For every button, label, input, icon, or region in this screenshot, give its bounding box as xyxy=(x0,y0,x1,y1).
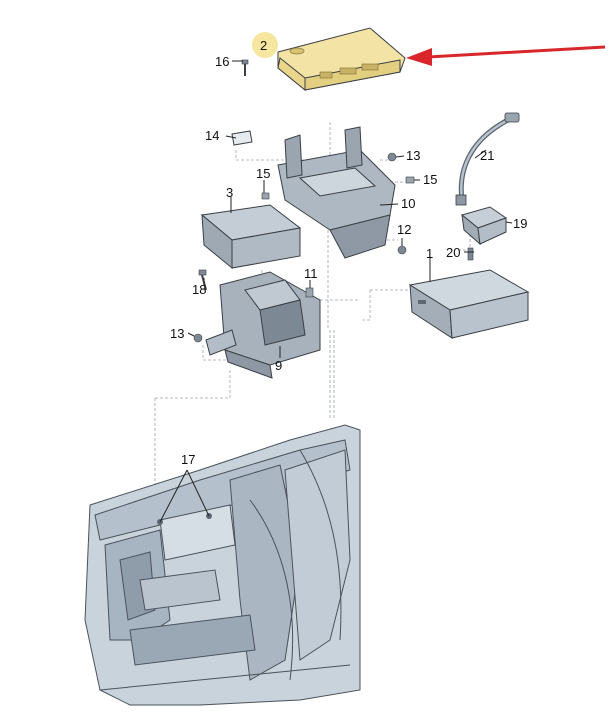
callout-16: 16 xyxy=(215,54,229,69)
callout-3: 3 xyxy=(226,185,233,200)
part-18-bolt-head xyxy=(198,269,207,276)
callout-9: 9 xyxy=(275,358,282,373)
callout-1: 1 xyxy=(426,246,433,261)
part-15-clip-left xyxy=(261,192,270,200)
callout-18: 18 xyxy=(192,282,206,297)
callout-15-left: 15 xyxy=(256,166,270,181)
part-19-module xyxy=(460,206,508,246)
callout-2-highlight xyxy=(252,32,278,58)
leader-lines xyxy=(159,60,513,523)
callout-13-upper: 13 xyxy=(406,148,420,163)
callout-12: 12 xyxy=(397,222,411,237)
part-1-receiver xyxy=(408,269,530,339)
part-14-pad xyxy=(231,130,253,146)
callout-14: 14 xyxy=(205,128,219,143)
callout-labels: 2 16 14 13 15 15 21 3 10 19 12 20 1 11 1… xyxy=(170,32,527,467)
part-21-cable xyxy=(455,112,520,206)
part-2-control-module xyxy=(277,27,406,92)
callout-2: 2 xyxy=(260,38,267,53)
part-10-upper-bracket xyxy=(277,126,396,259)
callout-17: 17 xyxy=(181,452,195,467)
part-11-clip xyxy=(305,287,314,298)
part-3-unit xyxy=(200,204,302,270)
part-13-nut-upper xyxy=(387,152,397,162)
vehicle-body-section xyxy=(84,424,361,706)
part-9-lower-bracket xyxy=(205,271,321,379)
red-indicator-arrow xyxy=(406,45,606,66)
part-20-screw xyxy=(467,247,474,261)
callout-20: 20 xyxy=(446,245,460,260)
callout-10: 10 xyxy=(401,196,415,211)
part-13-nut-lower xyxy=(193,333,203,343)
callout-11: 11 xyxy=(304,266,318,281)
callout-15-right: 15 xyxy=(423,172,437,187)
callout-13-lower: 13 xyxy=(170,326,184,341)
callout-19: 19 xyxy=(513,216,527,231)
part-12-bolt xyxy=(397,245,407,255)
callout-21: 21 xyxy=(480,148,494,163)
part-15-clip-right xyxy=(405,176,415,184)
